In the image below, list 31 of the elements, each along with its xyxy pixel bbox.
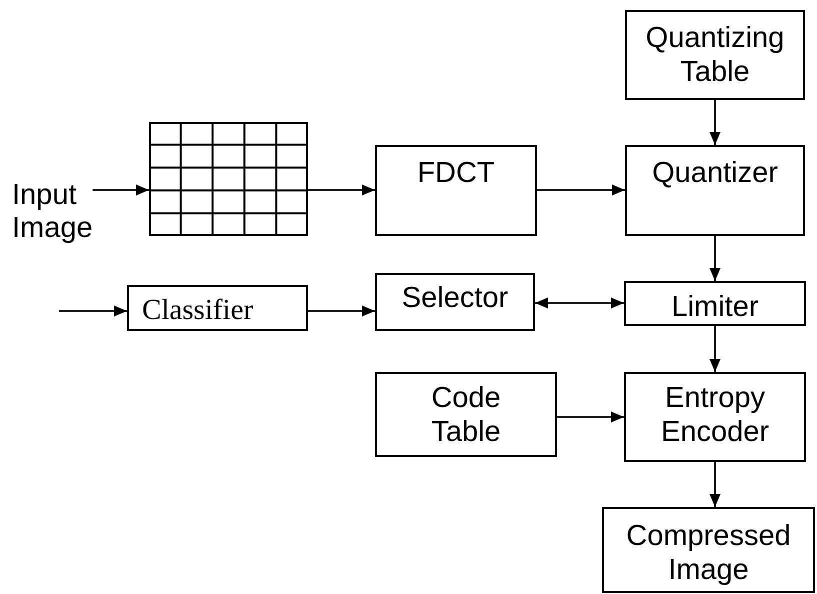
arrow	[710, 462, 720, 507]
arrow	[59, 306, 127, 316]
box-label: Entropy Encoder	[660, 380, 770, 448]
box-label: Selector	[402, 281, 508, 315]
process-box	[375, 372, 557, 457]
input-label: Input Image	[12, 179, 93, 245]
box-label: Quantizer	[652, 156, 778, 190]
process-box	[625, 145, 805, 236]
process-box	[375, 145, 537, 236]
arrow	[308, 184, 375, 196]
box-label: Quantizing Table	[644, 21, 786, 89]
box-label: FDCT	[417, 156, 495, 190]
process-box	[375, 273, 535, 331]
arrow	[710, 326, 720, 372]
double-arrow	[535, 298, 624, 308]
box-label: Classifier	[142, 293, 254, 327]
box-label: Code Table	[430, 380, 502, 448]
process-box	[127, 285, 308, 331]
output-box	[602, 507, 815, 593]
arrow	[710, 100, 720, 145]
box-label: Limiter	[671, 290, 758, 324]
process-box	[624, 372, 806, 462]
arrow	[557, 412, 624, 422]
arrow	[710, 236, 720, 281]
box-label: Compressed Image	[625, 518, 792, 586]
arrow	[92, 184, 149, 196]
arrow	[308, 306, 375, 316]
process-box	[625, 10, 805, 100]
arrow	[537, 184, 625, 196]
pixel-grid	[149, 122, 308, 236]
process-box	[624, 281, 806, 326]
